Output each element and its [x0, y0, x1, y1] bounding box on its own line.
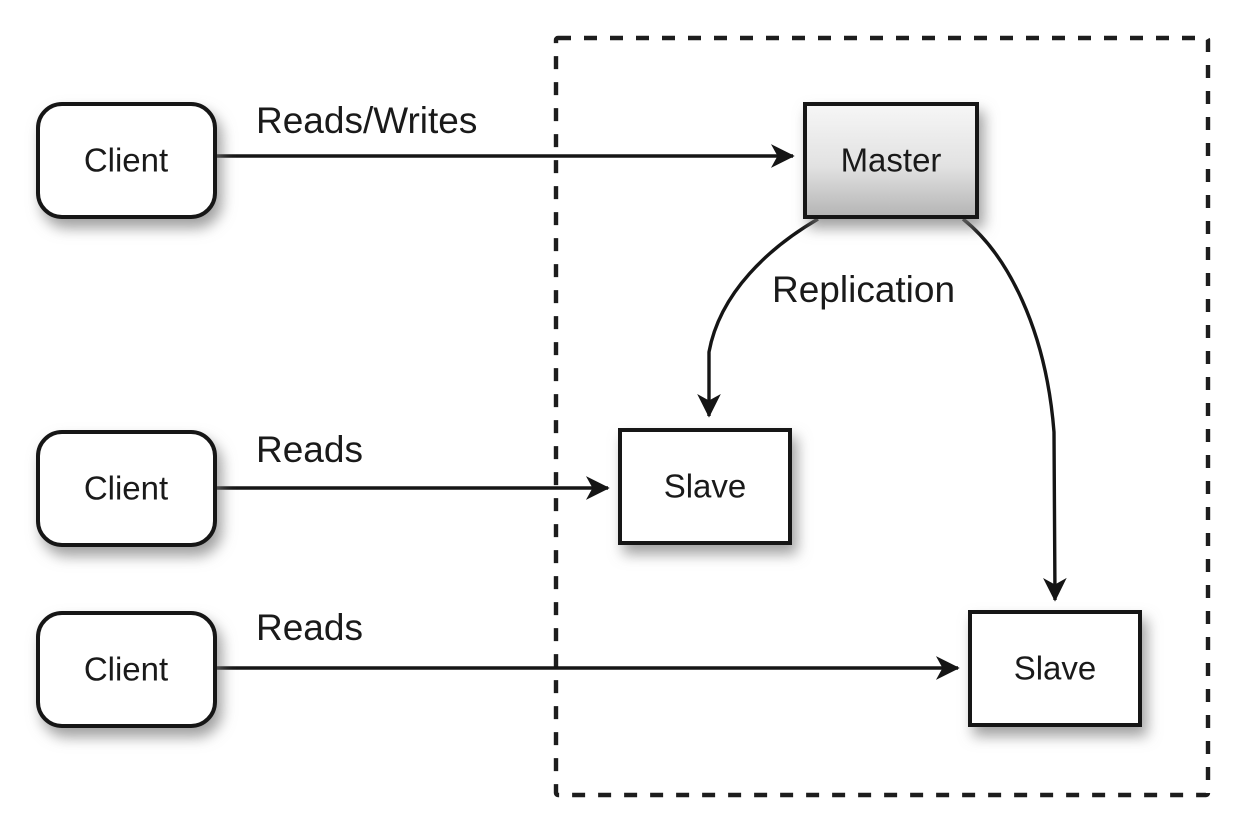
- edge-master-to-slave1-replication: [697, 217, 819, 418]
- master-label: Master: [841, 142, 942, 179]
- edge-label-replication: Replication: [772, 269, 955, 310]
- slave-2-label: Slave: [1014, 650, 1097, 687]
- client-1-label: Client: [84, 142, 168, 179]
- edge-label-reads-upper: Reads: [256, 429, 363, 470]
- slave-1-box: [618, 428, 792, 545]
- node-master[interactable]: Master: [803, 102, 979, 219]
- cluster-boundary: [553, 35, 1211, 798]
- edge-label-reads-writes: Reads/Writes: [256, 100, 477, 141]
- client-1-box: [36, 102, 217, 219]
- node-client-3[interactable]: Client: [36, 611, 217, 728]
- client-3-label: Client: [84, 651, 168, 688]
- slave-1-label: Slave: [664, 468, 747, 505]
- edge-label-reads-lower: Reads: [256, 607, 363, 648]
- edge-master-to-slave2-replication: [961, 217, 1067, 602]
- node-client-2[interactable]: Client: [36, 430, 217, 547]
- slave-2-box: [968, 610, 1142, 727]
- master-box: [803, 102, 979, 219]
- client-2-label: Client: [84, 470, 168, 507]
- client-3-box: [36, 611, 217, 728]
- node-slave-2[interactable]: Slave: [968, 610, 1142, 727]
- node-client-1[interactable]: Client: [36, 102, 217, 219]
- client-2-box: [36, 430, 217, 547]
- node-slave-1[interactable]: Slave: [618, 428, 792, 545]
